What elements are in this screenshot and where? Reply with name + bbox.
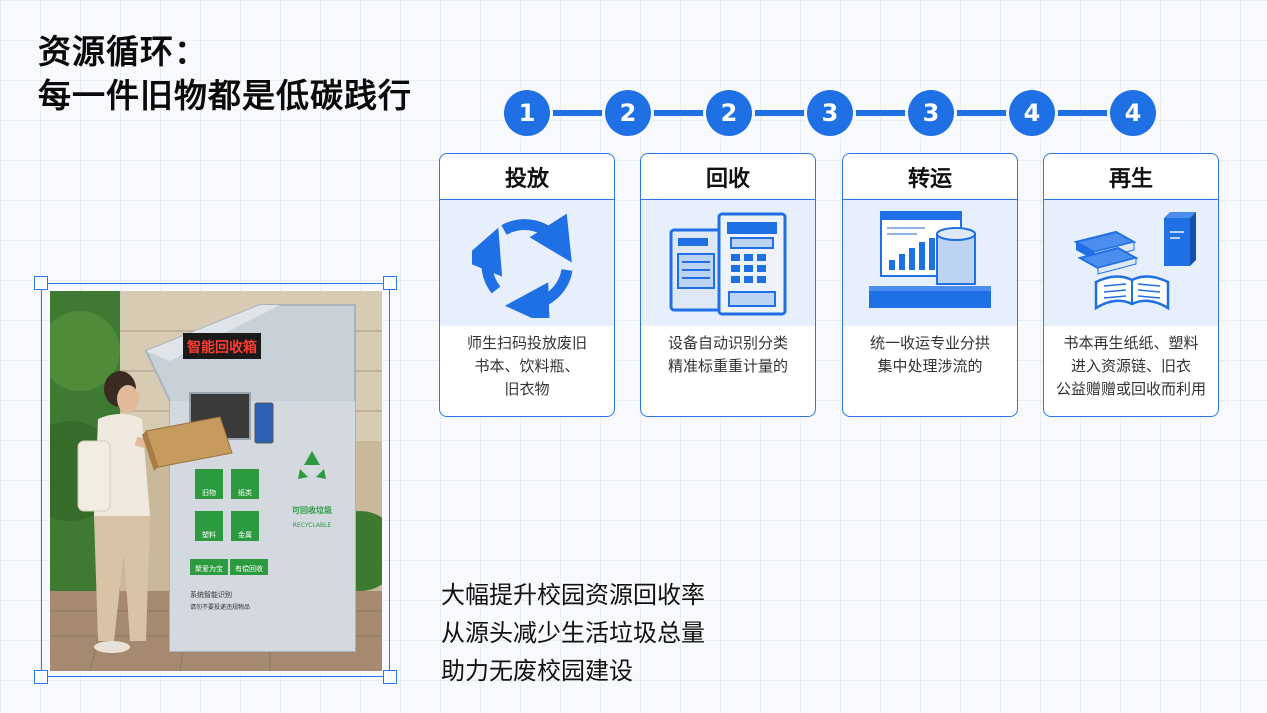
card-line: 集中处理涉流的	[877, 357, 983, 375]
machine-button-text: 聚爱为宝	[195, 564, 223, 573]
benefit-item: 助力无废校园建设	[441, 657, 633, 685]
benefit-item: 大幅提升校园资源回收率	[441, 581, 705, 609]
recycle-label: 可回收垃圾	[292, 505, 332, 515]
title-line-2: 每一件旧物都是低碳践行	[38, 76, 412, 115]
card-transport: 转运 统一收运专业分拱 集中处理涉流的	[842, 153, 1018, 417]
recycling-machine-icon	[641, 200, 815, 326]
card-line: 统一收运专业分拱	[869, 334, 990, 352]
step-badge: 3	[807, 90, 853, 136]
recycling-machine-photo: 智能回收箱 旧物 纸类 塑料 金属 聚爱为宝 有偿回收 系统智能识别 请勿不要投…	[50, 291, 382, 671]
card-drop-off: 投放 师生扫码投放废旧 书本、饮料瓶、 旧衣物	[439, 153, 615, 417]
card-description: 师生扫码投放废旧 书本、饮料瓶、 旧衣物	[440, 326, 614, 401]
corner-handle	[383, 670, 397, 684]
machine-sign-text: 智能回收箱	[186, 339, 257, 356]
card-line: 旧衣物	[504, 380, 550, 398]
step-chain: 1 2 2 3 3 4 4	[504, 90, 1156, 136]
step-badge: 2	[605, 90, 651, 136]
sorting-dashboard-icon	[843, 200, 1017, 326]
slot-label: 金属	[238, 530, 252, 539]
machine-panel-text: 请勿不要投递违规物品	[190, 603, 250, 611]
step-badge: 4	[1110, 90, 1156, 136]
card-line: 精准标重重计量的	[667, 357, 788, 375]
card-line: 书本再生纸纸、塑料	[1063, 334, 1199, 352]
card-regenerate: 再生 书本再生纸纸、塑料 进入资源链、旧衣 公益赠赠或回收而利用	[1043, 153, 1219, 417]
card-description: 书本再生纸纸、塑料 进入资源链、旧衣 公益赠赠或回收而利用	[1044, 326, 1218, 401]
corner-handle	[383, 276, 397, 290]
card-heading: 再生	[1044, 154, 1218, 200]
card-collect: 回收 设备自动识别分类 精准标重重计量的	[640, 153, 816, 417]
slot-label: 塑料	[202, 530, 216, 539]
recycle-label-en: RECYCLABLE	[293, 522, 332, 529]
card-line: 进入资源链、旧衣	[1070, 357, 1191, 375]
photo-frame	[41, 283, 390, 677]
corner-handle	[34, 670, 48, 684]
slot-label: 纸类	[238, 488, 252, 497]
card-heading: 投放	[440, 154, 614, 200]
step-badge: 1	[504, 90, 550, 136]
benefit-list: 大幅提升校园资源回收率 从源头减少生活垃圾总量 助力无废校园建设	[441, 576, 705, 690]
recycle-arrows-icon	[440, 200, 614, 326]
card-line: 师生扫码投放废旧	[466, 334, 587, 352]
benefit-item: 从源头减少生活垃圾总量	[441, 619, 705, 647]
corner-handle	[34, 276, 48, 290]
step-badge: 4	[1009, 90, 1055, 136]
machine-panel-text: 系统智能识别	[190, 590, 232, 599]
card-description: 设备自动识别分类 精准标重重计量的	[641, 326, 815, 378]
card-description: 统一收运专业分拱 集中处理涉流的	[843, 326, 1017, 378]
machine-button-text: 有偿回收	[235, 564, 263, 573]
card-line: 公益赠赠或回收而利用	[1055, 380, 1206, 398]
page-title: 资源循环： 每一件旧物都是低碳践行	[38, 30, 412, 118]
card-heading: 回收	[641, 154, 815, 200]
card-heading: 转运	[843, 154, 1017, 200]
title-line-1: 资源循环：	[38, 32, 208, 71]
step-badge: 3	[908, 90, 954, 136]
slot-label: 旧物	[202, 488, 216, 497]
card-line: 书本、饮料瓶、	[474, 357, 580, 375]
step-badge: 2	[706, 90, 752, 136]
books-clothes-icon	[1044, 200, 1218, 326]
card-line: 设备自动识别分类	[667, 334, 788, 352]
